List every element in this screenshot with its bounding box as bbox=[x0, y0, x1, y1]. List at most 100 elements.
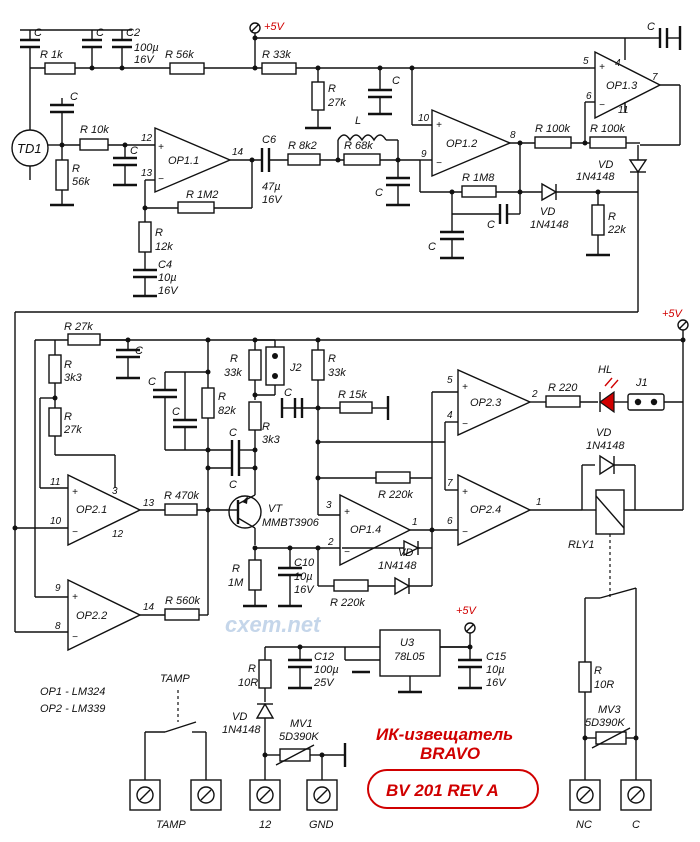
r22k-value: 22k bbox=[607, 224, 626, 236]
power-section: R 10R VD 1N4148 C12 100µ 25V U3 78L05 +5… bbox=[222, 605, 507, 780]
r27k-c-value: 27k bbox=[63, 424, 82, 436]
r33k-b-label: R bbox=[230, 353, 238, 365]
c15-value1: 10µ bbox=[486, 664, 505, 676]
terminal-c-label: C bbox=[632, 819, 640, 831]
pin-r1: 1 bbox=[412, 517, 418, 528]
r220k-a-label: R 220k bbox=[378, 489, 413, 501]
r12k-label: R bbox=[155, 227, 163, 239]
svg-text:−: − bbox=[72, 527, 78, 538]
pin-r2: 2 bbox=[327, 537, 334, 548]
r10k-label: R 10k bbox=[80, 124, 109, 136]
top-rail: +5V bbox=[30, 21, 650, 69]
svg-text:+: + bbox=[462, 487, 468, 498]
op13-label: OP1.3 bbox=[606, 80, 638, 92]
vd-op14-value: 1N4148 bbox=[378, 560, 417, 572]
svg-text:+: + bbox=[462, 382, 468, 393]
op12-label: OP1.2 bbox=[446, 138, 477, 150]
plus5-u3-label: +5V bbox=[456, 605, 478, 617]
pin-q14: 14 bbox=[143, 602, 155, 613]
vd-rly-value: 1N4148 bbox=[586, 440, 625, 452]
c15-label: C15 bbox=[486, 651, 507, 663]
inductor-l-label: L bbox=[355, 115, 361, 127]
subtitle: BRAVO bbox=[420, 744, 480, 763]
rly1-label: RLY1 bbox=[568, 539, 595, 551]
r27k-b-label: R 27k bbox=[64, 321, 93, 333]
svg-text:−: − bbox=[72, 632, 78, 643]
svg-text:−: − bbox=[462, 419, 468, 430]
c10-value1: 10µ bbox=[294, 571, 313, 583]
pin-q3: 3 bbox=[112, 486, 118, 497]
top-left-caps: C C C2 100µ 16V bbox=[20, 27, 159, 71]
svg-text:−: − bbox=[344, 547, 350, 558]
svg-text:−: − bbox=[599, 100, 605, 111]
j1-label: J1 bbox=[635, 377, 648, 389]
mv1-value: 5D390K bbox=[279, 731, 319, 743]
mv3-value: 5D390K bbox=[585, 717, 625, 729]
cap-x1-label: C bbox=[148, 376, 156, 388]
title: ИК-извещатель bbox=[376, 725, 513, 744]
c6-value2: 16V bbox=[262, 194, 283, 206]
c10-value2: 16V bbox=[294, 584, 315, 596]
opamp-op1-3: OP1.3 + − 5 6 4 11 7 bbox=[583, 50, 681, 146]
r10r-b-value: 10R bbox=[594, 679, 614, 691]
op24-label: OP2.4 bbox=[470, 504, 501, 516]
terminal-12 bbox=[249, 779, 281, 811]
relay-rly1: VD 1N4148 RLY1 R 10R MV3 5D390K bbox=[568, 427, 683, 780]
r82k-label: R bbox=[218, 391, 226, 403]
svg-text:+: + bbox=[436, 120, 442, 131]
vd-mid-value: 1N4148 bbox=[530, 219, 569, 231]
sensor-td1: TD1 C R 56k R 10k C bbox=[11, 68, 155, 207]
pin-r6: 6 bbox=[447, 516, 453, 527]
r100k-b-label: R 100k bbox=[590, 123, 625, 135]
terminal-gnd-label: GND bbox=[309, 819, 334, 831]
r10r-a-label: R bbox=[248, 663, 256, 675]
opamp-op1-2: OP1.2 + − 10 9 8 R 1M8 C C R 100k R 100k bbox=[411, 68, 640, 260]
r220-label: R 220 bbox=[548, 382, 578, 394]
r56k-left-label: R bbox=[72, 163, 80, 175]
r220k-b-label: R 220k bbox=[330, 597, 365, 609]
comparator-op2-4: OP2.4 + − 7 6 1 bbox=[444, 442, 582, 547]
op11-label: OP1.1 bbox=[168, 155, 199, 167]
r15k-label: R 15k bbox=[338, 389, 367, 401]
r56k-left-value: 56k bbox=[72, 176, 90, 188]
op23-label: OP2.3 bbox=[470, 397, 502, 409]
r3k3-a-value: 3k3 bbox=[64, 372, 83, 384]
c2-label: C2 bbox=[126, 27, 140, 39]
cap-l-label: C bbox=[375, 187, 383, 199]
pin-q9: 9 bbox=[55, 583, 61, 594]
vd-mid-label: VD bbox=[540, 206, 555, 218]
filter-chain: C6 47µ 16V R 8k2 R 68k L C bbox=[260, 115, 420, 207]
pin-r1b: 1 bbox=[536, 497, 542, 508]
pin-r5: 5 bbox=[447, 375, 453, 386]
terminal-nc bbox=[569, 779, 601, 811]
td1-label: TD1 bbox=[17, 141, 42, 156]
op22-label: OP2.2 bbox=[76, 610, 107, 622]
vd-pwr-label: VD bbox=[232, 711, 247, 723]
pin-r2b: 2 bbox=[531, 389, 538, 400]
terminal-12-label: 12 bbox=[259, 819, 271, 831]
svg-text:−: − bbox=[158, 174, 164, 185]
terminal-tamp-2 bbox=[190, 779, 222, 811]
mv1-label: MV1 bbox=[290, 718, 313, 730]
r8k2-label: R 8k2 bbox=[288, 140, 317, 152]
r10r-b-label: R bbox=[594, 665, 602, 677]
rectifier-section: VD 1N4148 VD 1N4148 R 22k bbox=[14, 145, 648, 632]
r22k-label: R bbox=[608, 211, 616, 223]
r56k-top-label: R 56k bbox=[165, 49, 194, 61]
r3k3-b-value: 3k3 bbox=[262, 434, 281, 446]
r33k-c-value: 33k bbox=[328, 367, 346, 379]
comparator-op2-1: OP2.1 + − 11 10 3 12 13 R 470k bbox=[12, 473, 228, 547]
transistor-vt: VT MMBT3906 R 1M C10 10µ 16V bbox=[228, 494, 320, 608]
r470k-label: R 470k bbox=[164, 490, 199, 502]
pin-p6: 6 bbox=[586, 91, 592, 102]
r1m2-label: R 1M2 bbox=[186, 189, 218, 201]
cap-op12-label: C bbox=[428, 241, 436, 253]
terminal-nc-label: NC bbox=[576, 819, 592, 831]
pin-p9: 9 bbox=[421, 149, 427, 160]
terminal-tamp-1 bbox=[129, 779, 161, 811]
pin-p10: 10 bbox=[418, 113, 430, 124]
terminals: TAMP 12 GND NC C bbox=[129, 779, 652, 831]
terminal-gnd bbox=[306, 779, 338, 811]
cap-mid-top-label: C bbox=[392, 75, 400, 87]
